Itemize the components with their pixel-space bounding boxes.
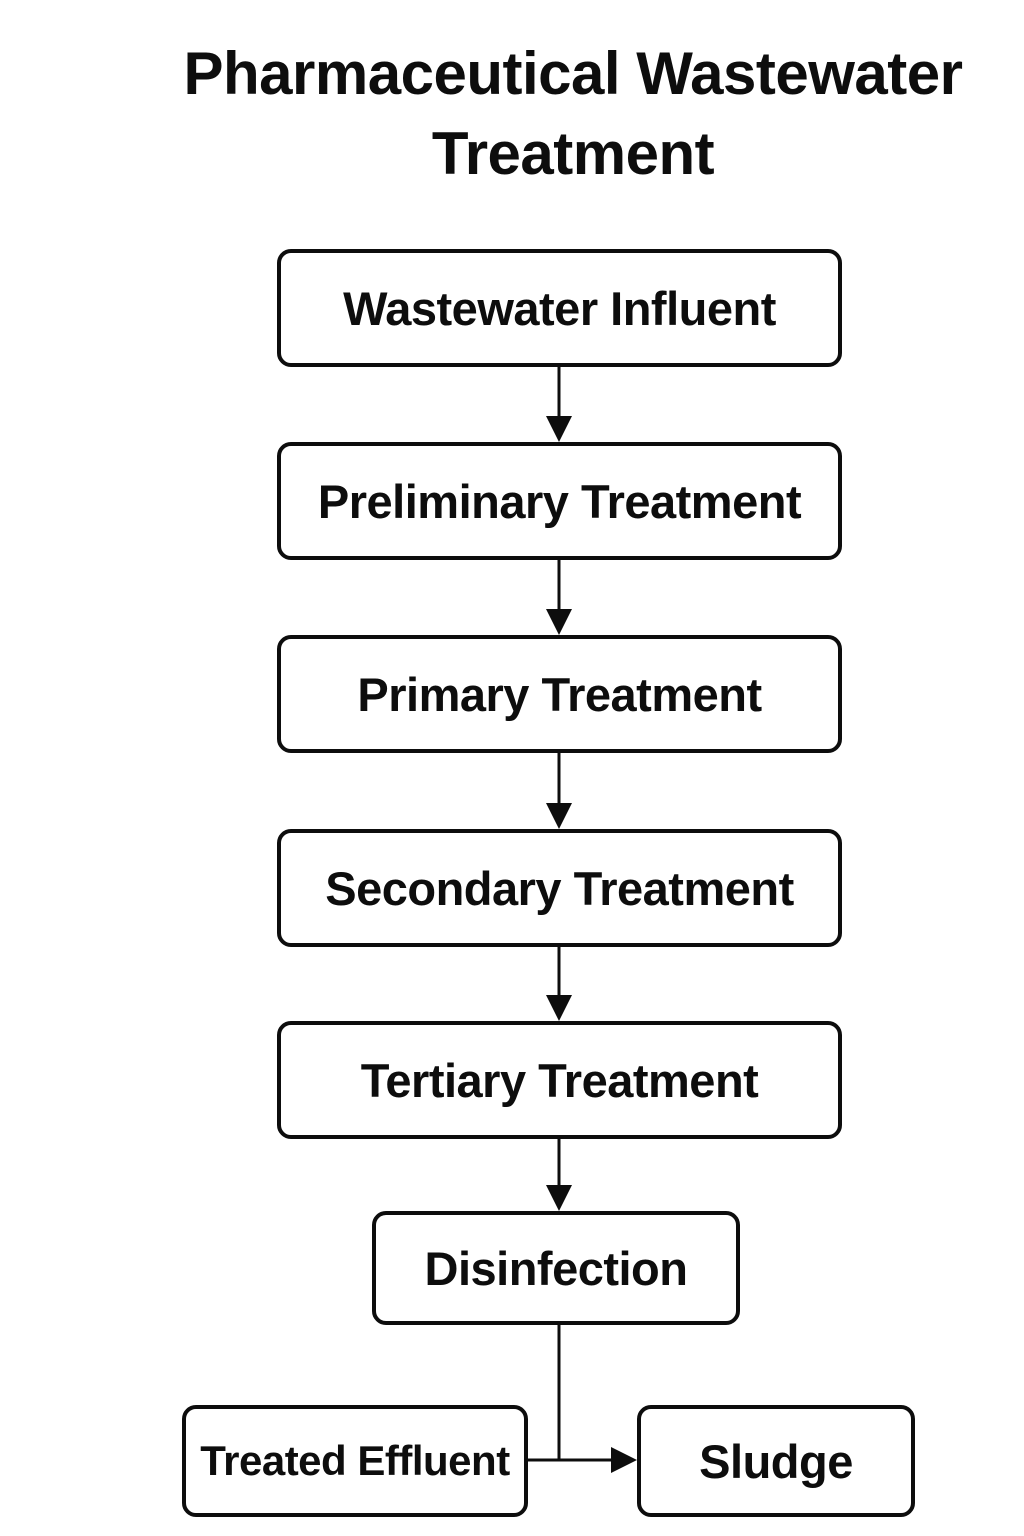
arrowhead-down-icon (546, 1185, 572, 1211)
node-preliminary-treatment: Preliminary Treatment (277, 442, 842, 560)
node-label: Wastewater Influent (343, 281, 776, 335)
diagram-title: Pharmaceutical Wastewater Treatment (183, 40, 963, 187)
edge-preliminary-to-primary (546, 560, 572, 635)
arrowhead-down-icon (546, 416, 572, 442)
node-label: Primary Treatment (357, 667, 762, 721)
node-treated-effluent: Treated Effluent (182, 1405, 528, 1517)
arrowhead-down-icon (546, 803, 572, 829)
node-wastewater-influent: Wastewater Influent (277, 249, 842, 367)
node-label: Secondary Treatment (325, 861, 794, 915)
node-label: Treated Effluent (200, 1437, 510, 1484)
edge-junction-to-sludge (559, 1447, 637, 1473)
edge-secondary-to-tertiary (546, 947, 572, 1021)
node-secondary-treatment: Secondary Treatment (277, 829, 842, 947)
node-tertiary-treatment: Tertiary Treatment (277, 1021, 842, 1139)
edge-wastewater-to-preliminary (546, 367, 572, 442)
node-label: Sludge (699, 1434, 853, 1488)
arrowhead-right-icon (611, 1447, 637, 1473)
node-label: Tertiary Treatment (360, 1053, 759, 1107)
node-label: Preliminary Treatment (317, 474, 802, 528)
node-primary-treatment: Primary Treatment (277, 635, 842, 753)
node-label: Disinfection (424, 1241, 688, 1295)
arrowhead-down-icon (546, 995, 572, 1021)
edge-primary-to-secondary (546, 753, 572, 829)
edge-tertiary-to-disinfection (546, 1139, 572, 1211)
node-disinfection: Disinfection (372, 1211, 740, 1325)
node-sludge: Sludge (637, 1405, 915, 1517)
arrowhead-down-icon (546, 609, 572, 635)
